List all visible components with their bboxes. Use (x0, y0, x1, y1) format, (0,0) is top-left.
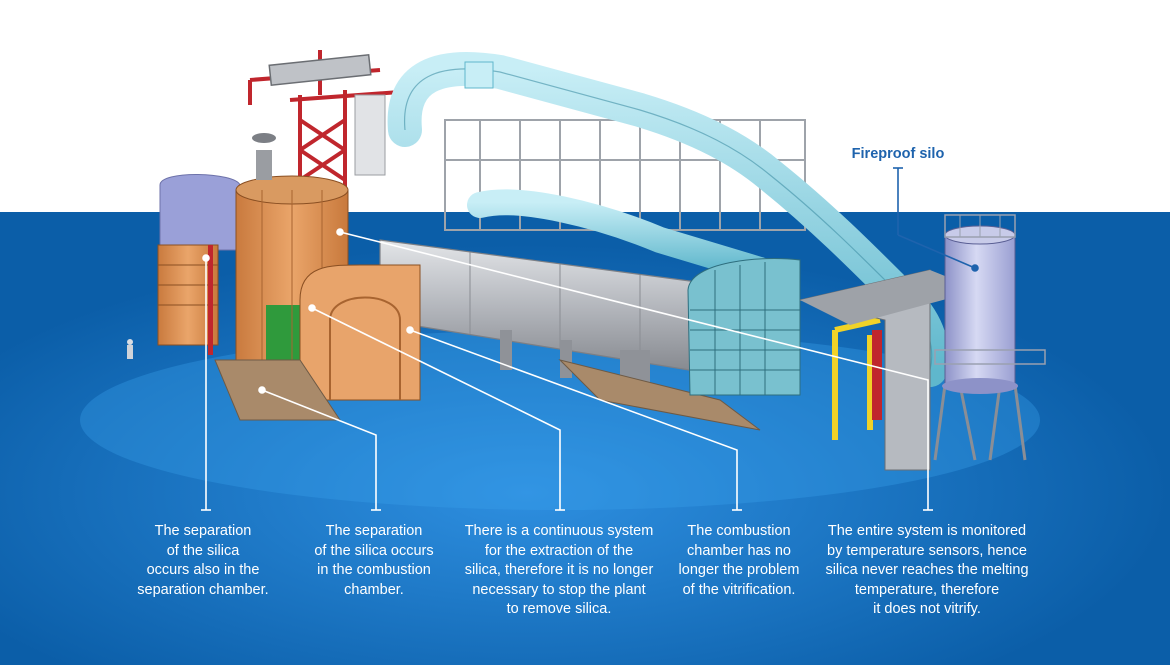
tower-conveyor (268, 54, 372, 86)
fireproof-silo-label: Fireproof silo (851, 146, 945, 162)
lower-duct (467, 189, 773, 283)
duct-cap (464, 61, 494, 89)
heat-exchanger (687, 258, 801, 396)
fireproof-silo (933, 214, 1027, 461)
caption-combustion-chamber: The separation of the silica occurs in t… (314, 523, 434, 598)
tower-hopper (354, 94, 386, 176)
filter-roof (800, 270, 980, 325)
yellow-frame (832, 317, 881, 440)
caption-temperature-sensors: The entire system is monitored by temper… (825, 523, 1029, 617)
caption-no-vitrification: The combustion chamber has no longer the… (678, 523, 800, 598)
red-column (872, 330, 882, 420)
caption-separation-chamber: The separation of the silica occurs also… (137, 523, 269, 598)
caption-continuous-extraction: There is a continuous system for the ext… (464, 523, 654, 617)
front-hood-arch (329, 296, 401, 400)
separation-chamber (157, 174, 241, 355)
leader-lines (201, 228, 933, 511)
silo-leader (893, 167, 979, 272)
foundations (214, 359, 761, 431)
human-figure (127, 339, 133, 359)
silo-platform (934, 349, 1046, 365)
